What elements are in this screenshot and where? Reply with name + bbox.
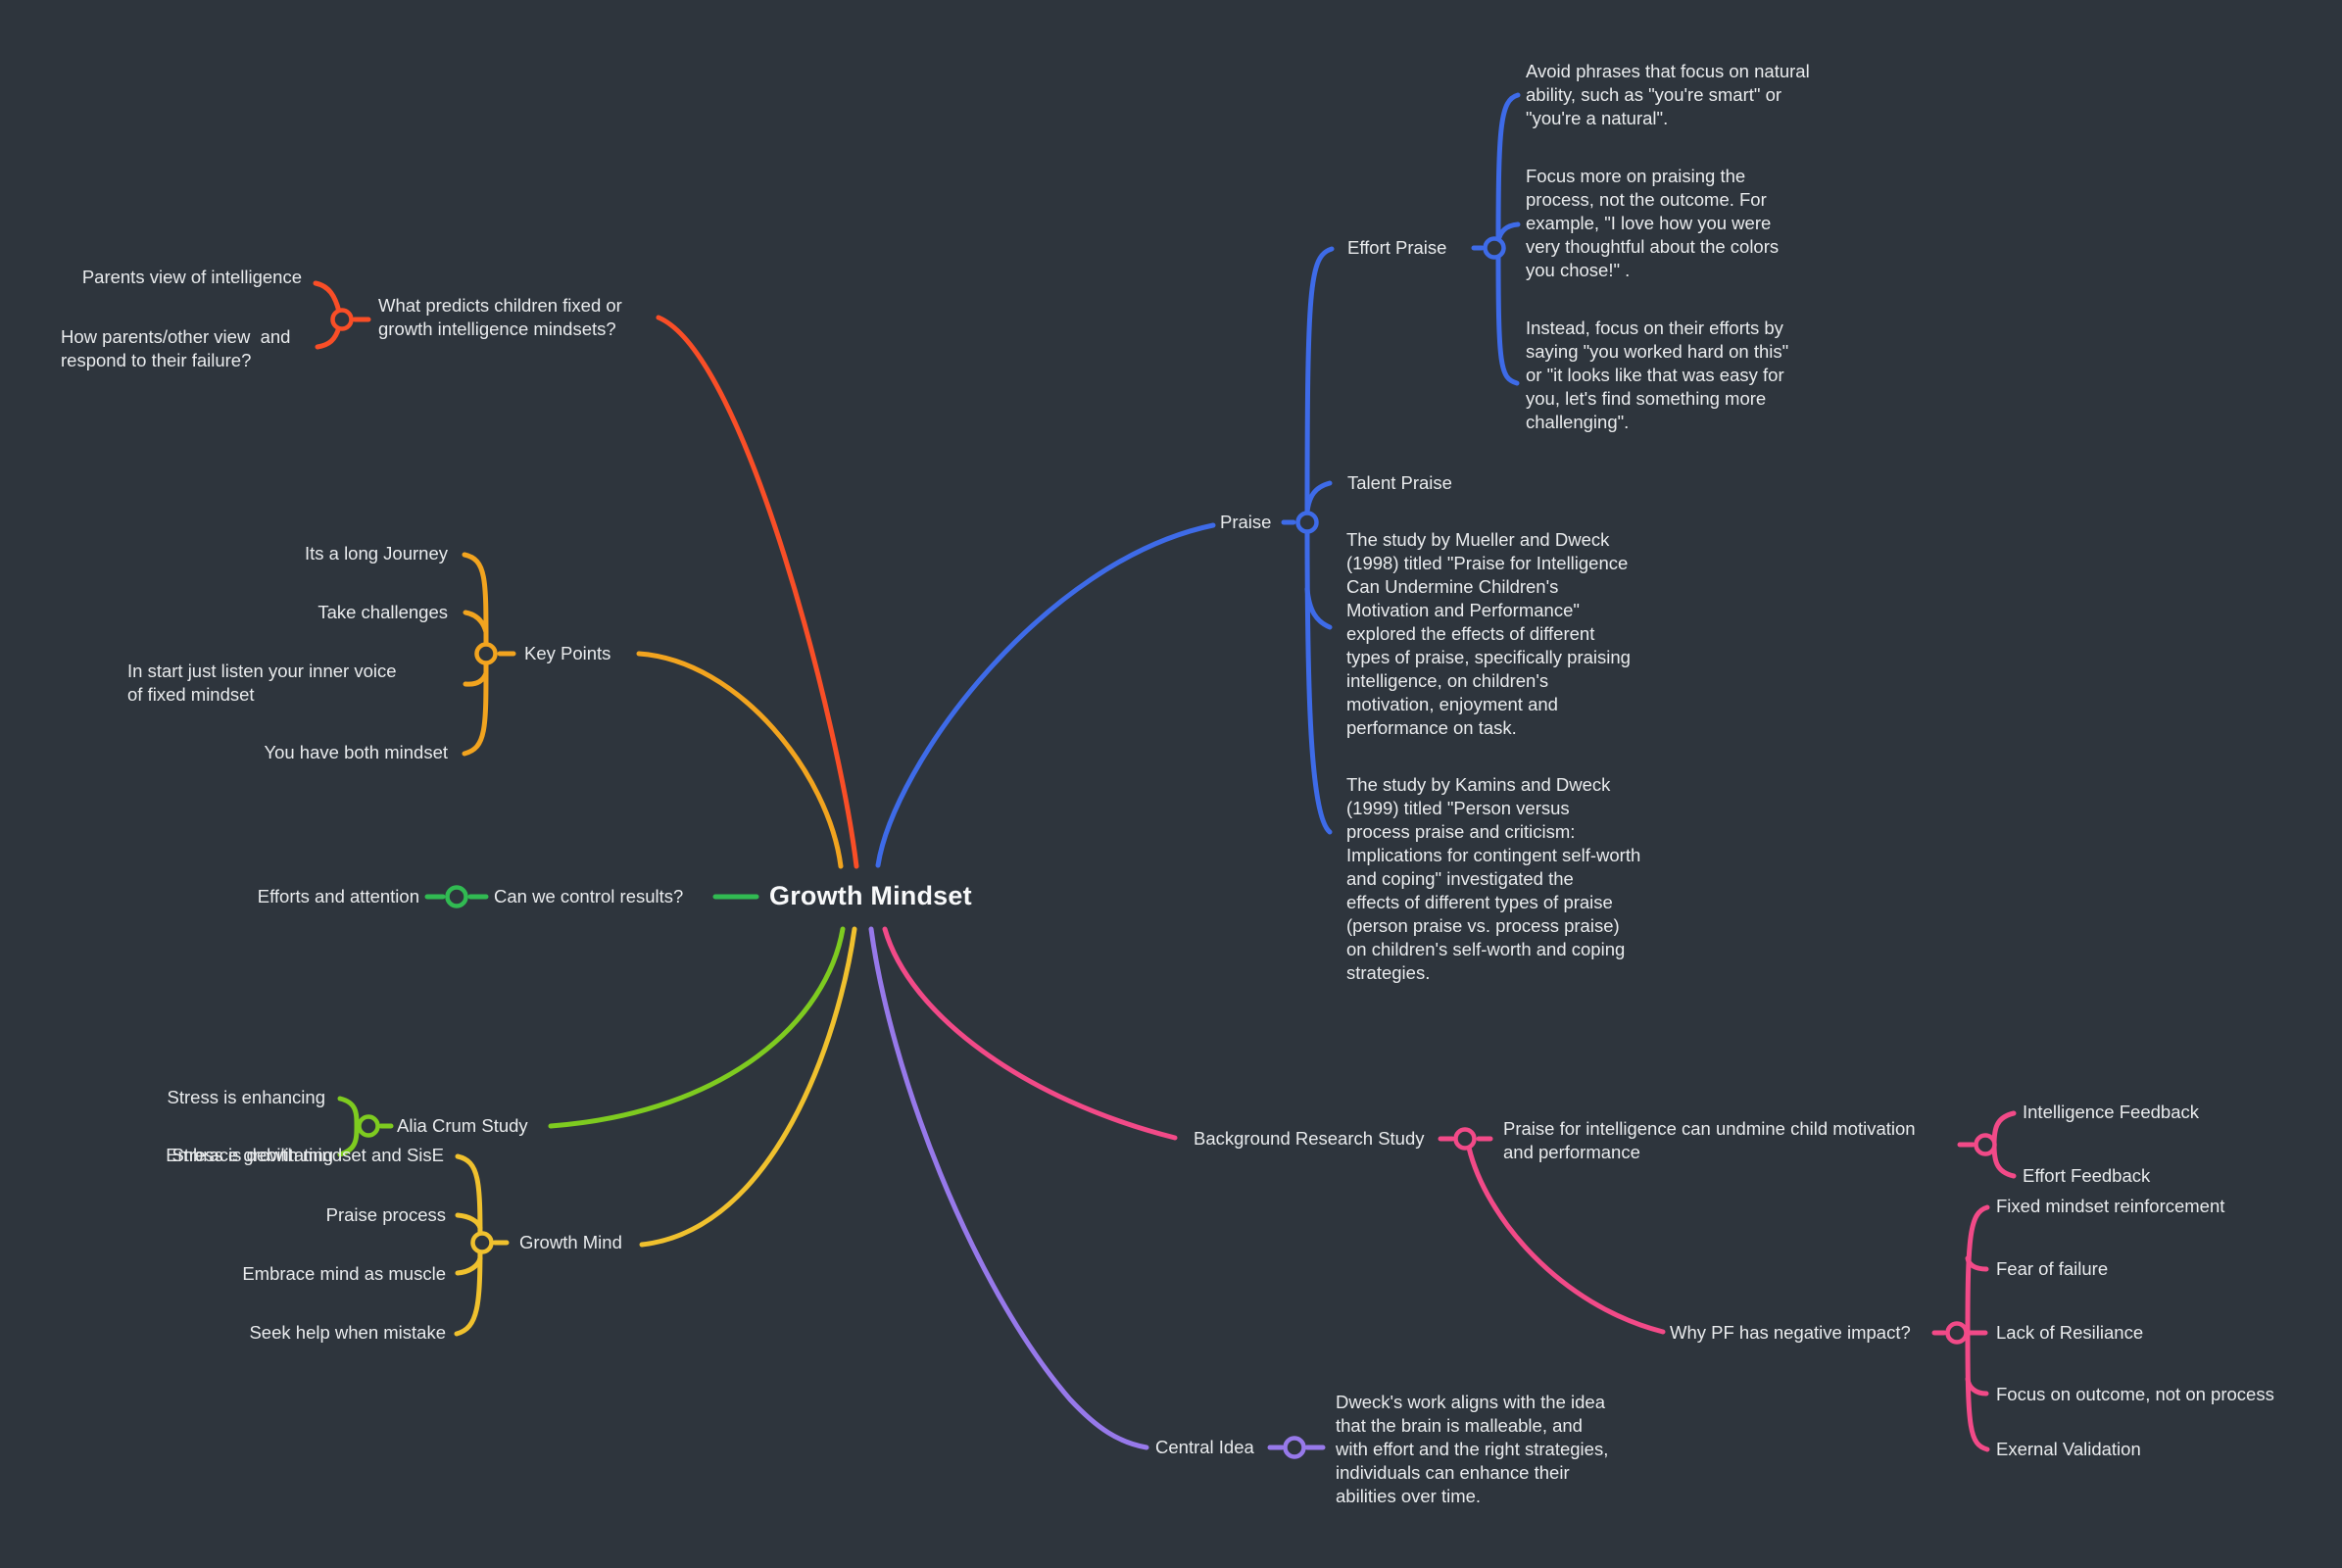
node-external-validation[interactable]: Exernal Validation bbox=[1996, 1439, 2141, 1459]
praise-intel-node-circle bbox=[1974, 1133, 1997, 1156]
node-efforts-attention[interactable]: Efforts and attention bbox=[257, 886, 419, 906]
node-seek-help[interactable]: Seek help when mistake bbox=[249, 1322, 446, 1343]
node-alia-crum-label[interactable]: Alia Crum Study bbox=[397, 1115, 528, 1136]
praise-center-curve bbox=[875, 522, 1216, 868]
background-research-branch bbox=[882, 926, 2017, 1452]
growth-mind-brace-arm-muscle bbox=[455, 1255, 483, 1276]
node-inner-voice[interactable]: In start just listen your inner voice of… bbox=[127, 661, 397, 705]
predicts-arm-parents-respond bbox=[315, 324, 342, 350]
node-embrace-sise[interactable]: Embrace growth mindset and SisE bbox=[166, 1145, 444, 1165]
predicts-arm-parents-view bbox=[313, 280, 342, 315]
growth-mind-node-circle bbox=[470, 1231, 494, 1254]
why-pf-brace-arm-outcome bbox=[1965, 1376, 1989, 1396]
praise-brace-trunk bbox=[1304, 246, 1335, 835]
praise-node-circle bbox=[1295, 511, 1319, 534]
node-focus-outcome[interactable]: Focus on outcome, not on process bbox=[1996, 1384, 2274, 1404]
node-why-pf-label[interactable]: Why PF has negative impact? bbox=[1670, 1322, 1911, 1343]
node-challenges[interactable]: Take challenges bbox=[317, 602, 448, 622]
node-praise-process[interactable]: Praise process bbox=[325, 1204, 446, 1225]
key-points-center-curve bbox=[636, 651, 844, 869]
node-fixed-reinforcement[interactable]: Fixed mindset reinforcement bbox=[1996, 1196, 2225, 1216]
effort-praise-node-circle bbox=[1483, 236, 1506, 260]
node-praise-label[interactable]: Praise bbox=[1220, 512, 1272, 532]
alia-crum-branch bbox=[337, 926, 846, 1157]
node-fear-failure[interactable]: Fear of failure bbox=[1996, 1258, 2109, 1279]
key-points-brace-arm-challenges bbox=[463, 610, 489, 635]
central-idea-center-curve bbox=[868, 926, 1149, 1450]
praise-brace-arm-talent bbox=[1304, 480, 1333, 514]
node-praise-intelligence-label[interactable]: Praise for intelligence can undmine chil… bbox=[1503, 1118, 1916, 1162]
control-node-circle bbox=[445, 885, 468, 908]
central-topic-label[interactable]: Growth Mindset bbox=[769, 881, 972, 910]
node-both-mindset[interactable]: You have both mindset bbox=[264, 742, 448, 762]
node-key-points-label[interactable]: Key Points bbox=[524, 643, 611, 663]
node-stress-enhancing[interactable]: Stress is enhancing bbox=[167, 1087, 325, 1107]
background-center-curve bbox=[882, 926, 1178, 1141]
growth-mind-brace-arm-praise-process bbox=[455, 1212, 483, 1231]
node-parents-view[interactable]: Parents view of intelligence bbox=[81, 267, 302, 287]
predicts-node-circle bbox=[330, 308, 354, 331]
node-predicts-label[interactable]: What predicts children fixed or growth i… bbox=[378, 295, 622, 339]
central-idea-node-circle bbox=[1283, 1436, 1306, 1459]
node-dweck-summary[interactable]: Dweck's work aligns with the idea that t… bbox=[1336, 1392, 1609, 1506]
node-intelligence-feedback[interactable]: Intelligence Feedback bbox=[2023, 1102, 2199, 1122]
node-focus-process[interactable]: Focus more on praising the process, not … bbox=[1526, 166, 1780, 280]
node-mueller-study[interactable]: The study by Mueller and Dweck (1998) ti… bbox=[1346, 529, 1631, 738]
background-node-circle bbox=[1453, 1127, 1477, 1151]
node-central-idea-label[interactable]: Central Idea bbox=[1155, 1437, 1254, 1457]
node-background-label[interactable]: Background Research Study bbox=[1194, 1128, 1425, 1149]
node-talent-praise-label[interactable]: Talent Praise bbox=[1347, 472, 1452, 493]
growth-mind-center-curve bbox=[639, 926, 857, 1248]
node-growth-mind-label[interactable]: Growth Mind bbox=[519, 1232, 622, 1252]
node-effort-feedback[interactable]: Effort Feedback bbox=[2023, 1165, 2151, 1186]
predicts-center-curve bbox=[656, 315, 859, 869]
node-effort-praise-label[interactable]: Effort Praise bbox=[1347, 237, 1447, 258]
node-parents-respond[interactable]: How parents/other view and respond to th… bbox=[61, 326, 291, 370]
alia-crum-node-circle bbox=[357, 1114, 380, 1138]
node-control-label[interactable]: Can we control results? bbox=[494, 886, 684, 906]
why-pf-brace-arm-fear bbox=[1965, 1255, 1989, 1272]
key-points-node-circle bbox=[474, 642, 498, 665]
predicts-branch bbox=[313, 280, 859, 869]
node-journey[interactable]: Its a long Journey bbox=[304, 543, 448, 564]
alia-crum-center-curve bbox=[548, 926, 846, 1129]
control-branch bbox=[424, 885, 759, 908]
praise-brace-arm-mueller bbox=[1304, 586, 1333, 630]
node-avoid-phrases[interactable]: Avoid phrases that focus on natural abil… bbox=[1526, 61, 1810, 128]
why-pf-brace-trunk bbox=[1965, 1204, 1990, 1452]
why-pf-node-circle bbox=[1945, 1321, 1969, 1345]
growth-mind-branch bbox=[454, 926, 857, 1337]
feedback-brace bbox=[1991, 1110, 2017, 1179]
alia-crum-brace bbox=[337, 1096, 360, 1157]
key-points-branch bbox=[462, 552, 844, 869]
central-idea-branch bbox=[868, 926, 1326, 1459]
node-stress-debilitating[interactable]: Stress is debilitating bbox=[171, 1145, 333, 1165]
why-pf-curve bbox=[1466, 1145, 1666, 1335]
key-points-brace-arm-inner-voice bbox=[463, 670, 489, 687]
node-instead-efforts[interactable]: Instead, focus on their efforts by sayin… bbox=[1526, 318, 1789, 432]
node-mind-muscle[interactable]: Embrace mind as muscle bbox=[242, 1263, 446, 1284]
praise-branch bbox=[875, 92, 1521, 868]
effort-praise-brace-arm-middle bbox=[1495, 221, 1521, 244]
node-kamins-study[interactable]: The study by Kamins and Dweck (1999) tit… bbox=[1346, 774, 1641, 983]
node-lack-resiliance[interactable]: Lack of Resiliance bbox=[1996, 1322, 2144, 1343]
